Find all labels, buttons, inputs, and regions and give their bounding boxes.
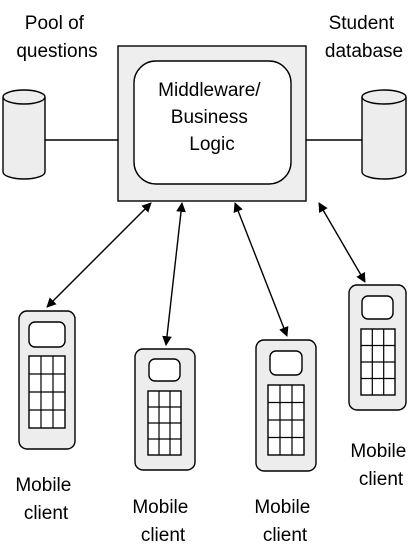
client-2-connection-arrow [162, 202, 186, 346]
mobile-client-3-device-icon [255, 339, 317, 472]
mobile-client-2-label: Mobile client [132, 497, 193, 546]
pool-label-line: Pool of [25, 13, 85, 34]
client-label-line: Mobile [350, 441, 406, 462]
middleware-label-line: Logic [189, 134, 234, 155]
pool-label-line: questions [16, 41, 97, 62]
mobile-client-4-device-icon [348, 284, 407, 411]
client-label-line: Mobile [132, 497, 188, 518]
middleware-inner-box [133, 60, 292, 185]
mobile-client-1-device-icon [18, 310, 76, 450]
client-label-line: client [24, 503, 69, 524]
client-label-line: client [263, 525, 308, 546]
student-db-label-line: database [325, 41, 403, 62]
client-label-line: Mobile [15, 475, 71, 496]
client-4-connection-arrow [318, 202, 366, 283]
client-label-line: client [359, 469, 404, 490]
mobile-client-4-label: Mobile client [350, 441, 411, 490]
client-label-line: Mobile [254, 497, 310, 518]
middleware-label: Middleware/ Business Logic [158, 80, 266, 155]
mobile-client-1-label: Mobile client [15, 475, 76, 524]
mobile-client-3-label: Mobile client [254, 497, 315, 546]
middleware-label-line: Middleware/ [158, 80, 261, 101]
student-database-label: Student database [325, 13, 403, 62]
student-database-icon [361, 89, 407, 180]
mobile-client-2-device-icon [134, 348, 196, 471]
client-1-connection-arrow [46, 202, 152, 308]
client-3-connection-arrow [233, 202, 289, 337]
client-label-line: client [141, 525, 186, 546]
pool-of-questions-database-icon [2, 89, 46, 180]
student-db-label-line: Student [329, 13, 395, 34]
pool-of-questions-label: Pool of questions [16, 13, 97, 62]
middleware-label-line: Business [171, 107, 248, 128]
